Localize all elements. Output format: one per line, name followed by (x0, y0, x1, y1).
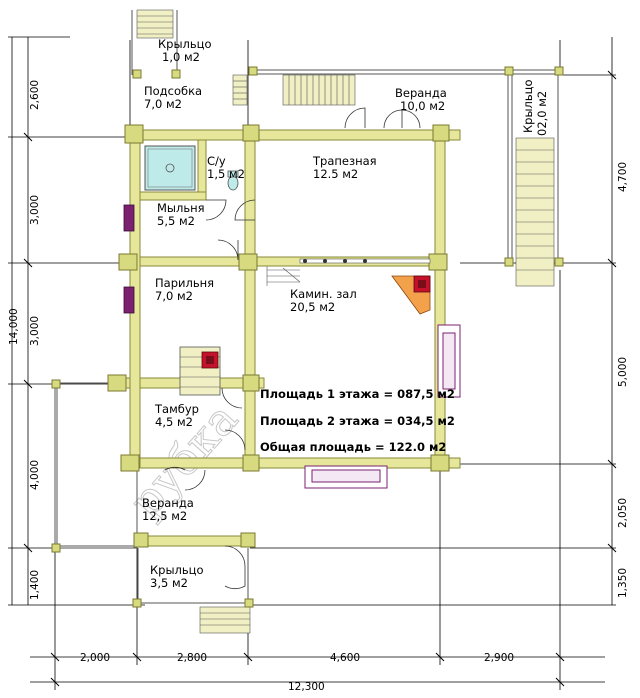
dimension-ticks (23, 70, 617, 687)
toilet-icon (227, 170, 239, 191)
stairs-inner (266, 263, 301, 286)
room-name-kryltso-top: Крыльцо (158, 37, 212, 51)
room-name-podsobka: Подсобка (144, 84, 202, 98)
room-name-mylnya: Мыльня (157, 201, 205, 215)
room-area-podsobka: 7,0 м2 (144, 97, 182, 111)
dim-left-3: 4,000 (29, 460, 41, 490)
room-area-kamin-zal: 20,5 м2 (290, 300, 335, 314)
stairs-veranda-top (232, 74, 356, 106)
room-name-kamin-zal: Камин. зал (290, 287, 357, 301)
room-name-trapeznaya: Трапезная (312, 154, 377, 168)
room-area-veranda-top: 10,0 м2 (400, 99, 445, 113)
room-area-trapeznaya: 12.5 м2 (313, 167, 358, 181)
room-labels: Крыльцо 1,0 м2 Подсобка 7,0 м2 Веранда 1… (142, 37, 549, 590)
dim-left-2: 3,000 (29, 316, 41, 346)
dim-bottom-1: 2,800 (177, 652, 207, 664)
dim-right-3: 1,350 (617, 568, 629, 598)
dim-bottom-total: 12,300 (288, 681, 325, 693)
dim-right-0: 4,700 (617, 162, 629, 192)
area-floor1: Площадь 1 этажа = 087,5 м2 (260, 387, 455, 401)
dim-bottom-0: 2,000 (80, 652, 110, 664)
room-area-veranda-bottom: 12,5 м2 (142, 509, 187, 523)
area-floor2: Площадь 2 этажа = 034,5 м2 (260, 414, 455, 428)
dim-bottom-2: 4,600 (330, 652, 360, 664)
sauna-stove-icon (179, 346, 221, 396)
room-area-kryltso-top: 1,0 м2 (162, 50, 200, 64)
wall-bay-right (437, 324, 461, 398)
dimension-labels: 14,000 2,600 3,000 3,000 4,000 1,400 4,7… (8, 80, 629, 693)
dim-left-1: 3,000 (29, 195, 41, 225)
room-name-veranda-top: Веранда (395, 86, 447, 100)
stairs-bottom-porch (199, 606, 251, 634)
area-summary: Площадь 1 этажа = 087,5 м2 Площадь 2 эта… (260, 387, 455, 454)
room-name-veranda-bottom: Веранда (142, 496, 194, 510)
room-area-parilnya: 7,0 м2 (155, 289, 193, 303)
room-name-parilnya: Парильня (155, 276, 214, 290)
wall-posts (51, 66, 564, 608)
fireplace-icon (391, 275, 431, 315)
room-area-tambur: 4,5 м2 (155, 415, 193, 429)
partition-markers (299, 258, 431, 264)
room-area-kryltso-right: 02,0 м2 (535, 91, 549, 136)
chimney-icon (123, 204, 135, 314)
dim-bottom-3: 2,900 (484, 652, 514, 664)
stairs-right-porch (515, 137, 555, 287)
room-area-kryltso-bottom: 3,5 м2 (150, 576, 188, 590)
area-total: Общая площадь = 122.0 м2 (260, 440, 446, 454)
dim-right-1: 5,000 (617, 357, 629, 387)
room-name-tambur: Тамбур (154, 402, 199, 416)
dim-right-2: 2,050 (617, 498, 629, 528)
dim-left-outer: 14,000 (8, 308, 20, 345)
dim-left-0: 2,600 (29, 80, 41, 110)
room-name-kryltso-right: Крыльцо (521, 79, 535, 133)
veranda-railings (54, 10, 559, 605)
room-name-su: С/у (207, 154, 226, 168)
doors (164, 107, 421, 590)
room-area-mylnya: 5,5 м2 (157, 214, 195, 228)
stairs-top-porch (136, 9, 174, 39)
shower-tray-icon (144, 145, 196, 191)
dim-left-4: 1,400 (29, 570, 41, 600)
room-area-su: 1,5 м2 (207, 167, 245, 181)
room-name-kryltso-bottom: Крыльцо (150, 563, 204, 577)
wall-bay-bottom (304, 465, 388, 489)
